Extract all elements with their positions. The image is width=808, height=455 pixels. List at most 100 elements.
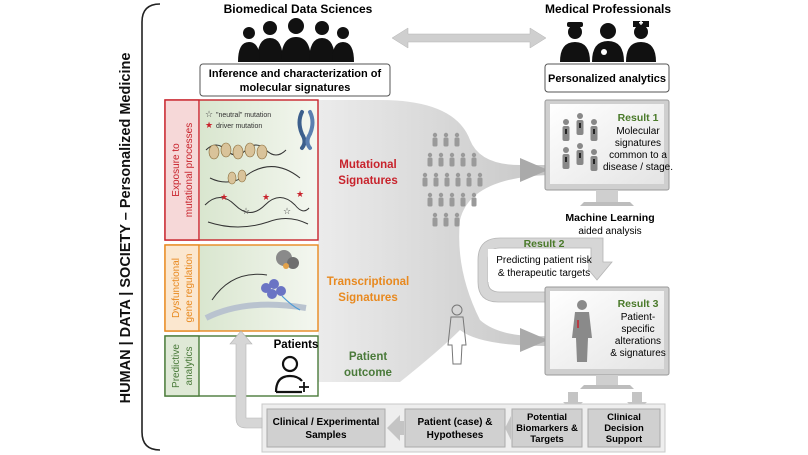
person-icon xyxy=(477,172,483,187)
patients-label: Patients xyxy=(274,339,319,351)
result3-title: Result 3 xyxy=(618,298,659,310)
person-icon xyxy=(562,147,570,169)
person-icon xyxy=(466,172,472,187)
clinical-line1: Clinical / Experimental xyxy=(273,417,380,428)
person-icon xyxy=(562,119,570,141)
monitor-result1 xyxy=(544,99,670,206)
funnel-shape xyxy=(318,100,548,382)
arrow-hypo-to-clinical xyxy=(387,415,404,441)
inference-line2: molecular signatures xyxy=(240,82,351,94)
person-icon xyxy=(454,132,460,147)
panel-transcriptional-bg xyxy=(200,245,318,331)
result3-line4: & signatures xyxy=(610,348,666,359)
medical-title: Medical Professionals xyxy=(545,2,671,16)
result2-line1: Predicting patient risk xyxy=(496,255,593,266)
panel-mutational-label-1: Exposure to xyxy=(171,143,182,197)
inference-box xyxy=(199,63,391,97)
person-icon xyxy=(443,132,449,147)
add-patient-icon xyxy=(274,355,309,394)
cds-line3: Support xyxy=(606,434,643,445)
biomarkers-box xyxy=(511,408,583,448)
biomedical-title: Biomedical Data Sciences xyxy=(224,2,373,16)
panel-predictive-label-2: analytics xyxy=(184,347,195,386)
result3-line1: Patient- xyxy=(621,312,655,323)
chromosome-icon xyxy=(297,110,315,150)
person-icon xyxy=(455,172,461,187)
person-icon xyxy=(427,152,433,167)
panel-transcriptional-label-2: gene regulation xyxy=(184,254,195,323)
cds-box xyxy=(587,408,661,448)
signature-people-icon xyxy=(562,113,598,171)
side-bracket xyxy=(141,3,161,451)
signature-mutational-1: Mutational xyxy=(339,159,397,171)
clinical-samples-box xyxy=(266,408,386,448)
doctors-icon xyxy=(560,20,656,62)
signature-mutational-2: Signatures xyxy=(338,175,397,187)
person-icon xyxy=(590,149,598,171)
person-icon xyxy=(460,152,466,167)
person-icon xyxy=(449,152,455,167)
person-icon xyxy=(443,212,449,227)
monitor-result3 xyxy=(544,286,670,389)
result2-box xyxy=(488,249,588,282)
gene-regulation-icon xyxy=(204,250,307,321)
legend-driver: driver mutation xyxy=(216,123,262,130)
svg-text:☆: ☆ xyxy=(242,206,250,216)
person-icon xyxy=(427,192,433,207)
result1-line1: Molecular xyxy=(616,126,660,137)
arrow-bio-to-hypo xyxy=(505,416,511,440)
personalized-box xyxy=(544,63,670,93)
result3-line2: specific xyxy=(621,324,654,335)
patient-scan-icon xyxy=(572,300,592,362)
legend-neutral: "neutral" mutation xyxy=(216,112,271,119)
population-icons xyxy=(422,132,483,227)
cds-line1: Clinical xyxy=(607,412,641,423)
bio-line2: Biomarkers & xyxy=(516,423,578,434)
side-label: HUMAN | DATA | SOCIETY – Personalized Me… xyxy=(118,53,134,404)
person-icon xyxy=(576,143,584,165)
svg-text:★: ★ xyxy=(220,192,228,202)
hypo-line2: Hypotheses xyxy=(427,430,484,441)
cds-line2: Decision xyxy=(604,423,644,434)
result2-title: Result 2 xyxy=(524,238,565,250)
ml-subtitle: aided analysis xyxy=(578,226,641,237)
bio-line1: Potential xyxy=(527,412,567,423)
person-icon xyxy=(432,132,438,147)
svg-text:★: ★ xyxy=(296,189,304,199)
bio-line3: Targets xyxy=(530,434,564,445)
result1-line4: disease / stage. xyxy=(603,162,673,173)
person-icon xyxy=(454,212,460,227)
person-icon xyxy=(444,172,450,187)
group-people-icon xyxy=(238,18,354,62)
patient-body-icon xyxy=(447,304,467,365)
arrow-feedback-up xyxy=(229,330,263,429)
mutation-legend: ☆ "neutral" mutation ★ driver mutation xyxy=(205,109,271,130)
person-icon xyxy=(590,119,598,141)
personalized-label: Personalized analytics xyxy=(548,73,666,85)
person-icon xyxy=(576,113,584,135)
mutation-markers: ★ ☆ ★ ☆ ★ xyxy=(220,189,304,216)
result2-line2: & therapeutic targets xyxy=(498,268,590,279)
funnel-arrow-bottom xyxy=(520,328,548,352)
person-icon xyxy=(471,152,477,167)
svg-text:☆: ☆ xyxy=(283,206,291,216)
person-icon xyxy=(432,212,438,227)
person-icon xyxy=(433,172,439,187)
person-icon xyxy=(422,172,428,187)
signature-outcome-2: outcome xyxy=(344,367,392,379)
svg-text:☆: ☆ xyxy=(205,109,213,119)
panel-predictive-label-1: Predictive xyxy=(171,344,182,388)
exchange-arrow xyxy=(391,27,547,49)
panel-mutational-label-bg xyxy=(164,99,200,241)
hypotheses-box xyxy=(404,408,506,448)
signature-transcriptional-1: Transcriptional xyxy=(327,276,409,288)
person-icon xyxy=(449,192,455,207)
person-icon xyxy=(438,192,444,207)
result1-line3: common to a xyxy=(609,150,667,161)
person-icon xyxy=(460,192,466,207)
result1-title: Result 1 xyxy=(618,112,659,124)
result2-loop xyxy=(477,237,613,303)
result1-line2: signatures xyxy=(615,138,661,149)
hypo-line1: Patient (case) & xyxy=(417,417,492,428)
